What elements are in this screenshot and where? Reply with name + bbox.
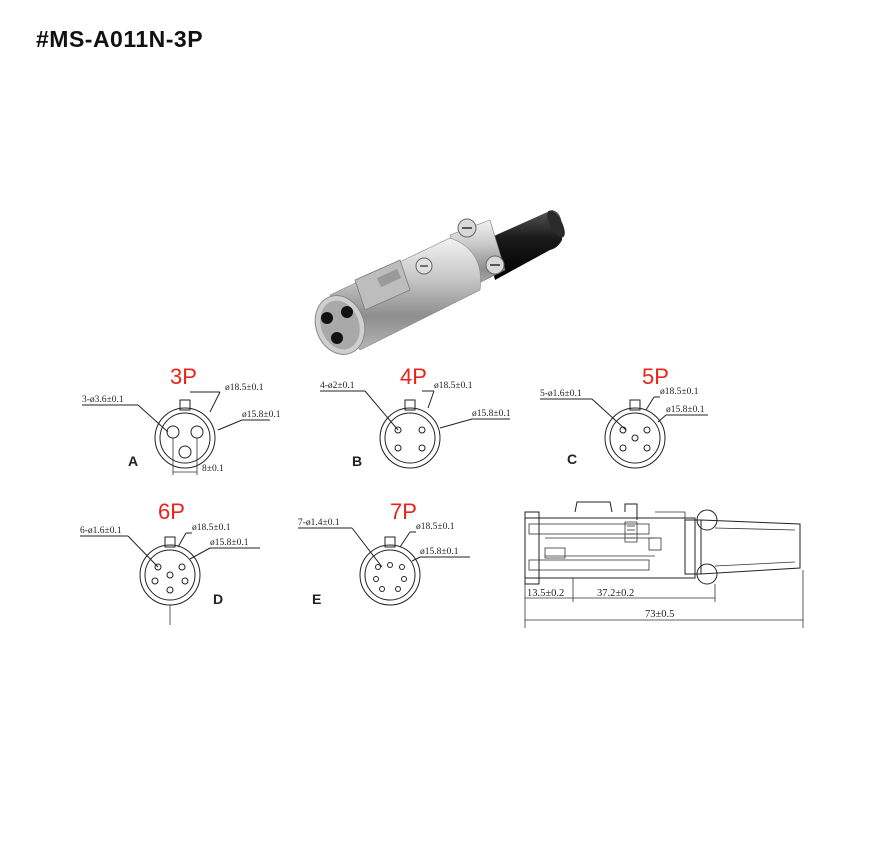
- letter-e: E: [312, 591, 321, 607]
- inner-dim-b: ø15.8±0.1: [472, 409, 511, 419]
- letter-a: A: [128, 453, 138, 469]
- connector-d-6p-diagram: 6P 6-ø1.6±0.1 ø18.5±0.1 ø15.8±0.1 D: [80, 499, 260, 625]
- outer-dim-c: ø18.5±0.1: [660, 387, 699, 397]
- connector-product-photo: [314, 210, 565, 355]
- hole-dim-a: 3-ø3.6±0.1: [82, 395, 124, 405]
- pins-label-3p: 3P: [170, 364, 197, 389]
- dim-front: 13.5±0.2: [527, 588, 564, 599]
- connector-c-5p-diagram: 5P 5-ø1.6±0.1 ø18.5±0.1 ø15.8±0.1 C: [540, 364, 708, 469]
- hole-dim-e: 7-ø1.4±0.1: [298, 518, 340, 528]
- inner-dim-d: ø15.8±0.1: [210, 538, 249, 548]
- inner-dim-a: ø15.8±0.1: [242, 410, 281, 420]
- letter-c: C: [567, 451, 577, 467]
- connector-e-7p-diagram: 7P 7-ø1.4±0.1 ø18.5±0.1 ø15.8±0.1 E: [298, 499, 470, 607]
- outer-dim-e: ø18.5±0.1: [416, 522, 455, 532]
- hole-dim-b: 4-ø2±0.1: [320, 381, 355, 391]
- dim-total: 73±0.5: [645, 609, 674, 620]
- inner-dim-c: ø15.8±0.1: [666, 405, 705, 415]
- dim-body: 37.2±0.2: [597, 588, 634, 599]
- connector-side-view-diagram: 13.5±0.2 37.2±0.2 73±0.5: [524, 501, 804, 628]
- letter-b: B: [352, 453, 362, 469]
- pins-label-7p: 7P: [390, 499, 417, 524]
- hole-dim-c: 5-ø1.6±0.1: [540, 389, 582, 399]
- letter-d: D: [213, 591, 223, 607]
- connector-b-4p-diagram: 4P 4-ø2±0.1 ø18.5±0.1 ø15.8±0.1 B: [320, 364, 511, 469]
- outer-dim-a: ø18.5±0.1: [225, 383, 264, 393]
- inner-dim-e: ø15.8±0.1: [420, 547, 459, 557]
- pins-label-6p: 6P: [158, 499, 185, 524]
- pins-label-4p: 4P: [400, 364, 427, 389]
- connector-a-3p-diagram: 3P 3-ø3.6±0.1 ø18.5±0.1 ø15.8±0.1 8±0.1 …: [82, 364, 281, 475]
- product-title: #MS-A011N-3P: [36, 26, 204, 52]
- pins-label-5p: 5P: [642, 364, 669, 389]
- width-dim-a: 8±0.1: [202, 464, 224, 474]
- hole-dim-d: 6-ø1.6±0.1: [80, 526, 122, 536]
- outer-dim-d: ø18.5±0.1: [192, 523, 231, 533]
- outer-dim-b: ø18.5±0.1: [434, 381, 473, 391]
